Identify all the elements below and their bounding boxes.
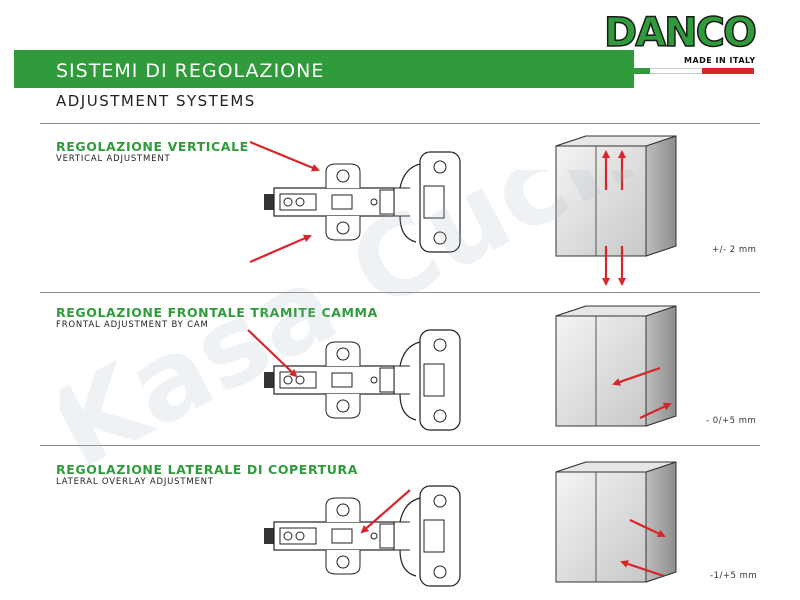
divider — [40, 292, 760, 293]
section-1-value: +/- 2 mm — [712, 245, 757, 255]
section-1-subtitle: VERTICAL ADJUSTMENT — [56, 154, 171, 164]
section-2-title: REGOLAZIONE FRONTALE TRAMITE CAMMA — [56, 305, 378, 320]
section-3-value: -1/+5 mm — [710, 571, 758, 581]
section-2-subtitle: FRONTAL ADJUSTMENT BY CAM — [56, 320, 209, 330]
brand-logo: DANCO MADE IN ITALY — [598, 9, 758, 80]
section-2-value: - 0/+5 mm — [706, 416, 757, 426]
logo-wordmark: DANCO — [603, 9, 758, 57]
divider — [40, 123, 760, 124]
section-3-title: REGOLAZIONE LATERALE DI COPERTURA — [56, 462, 358, 477]
header-banner — [14, 50, 634, 88]
page-subtitle: ADJUSTMENT SYSTEMS — [56, 92, 256, 110]
divider — [40, 445, 760, 446]
section-3-subtitle: LATERAL OVERLAY ADJUSTMENT — [56, 477, 214, 487]
page-title: SISTEMI DI REGOLAZIONE — [56, 60, 325, 82]
logo-tagline: MADE IN ITALY — [684, 56, 756, 65]
italy-flag-stripes — [598, 68, 754, 74]
section-1-title: REGOLAZIONE VERTICALE — [56, 139, 249, 154]
